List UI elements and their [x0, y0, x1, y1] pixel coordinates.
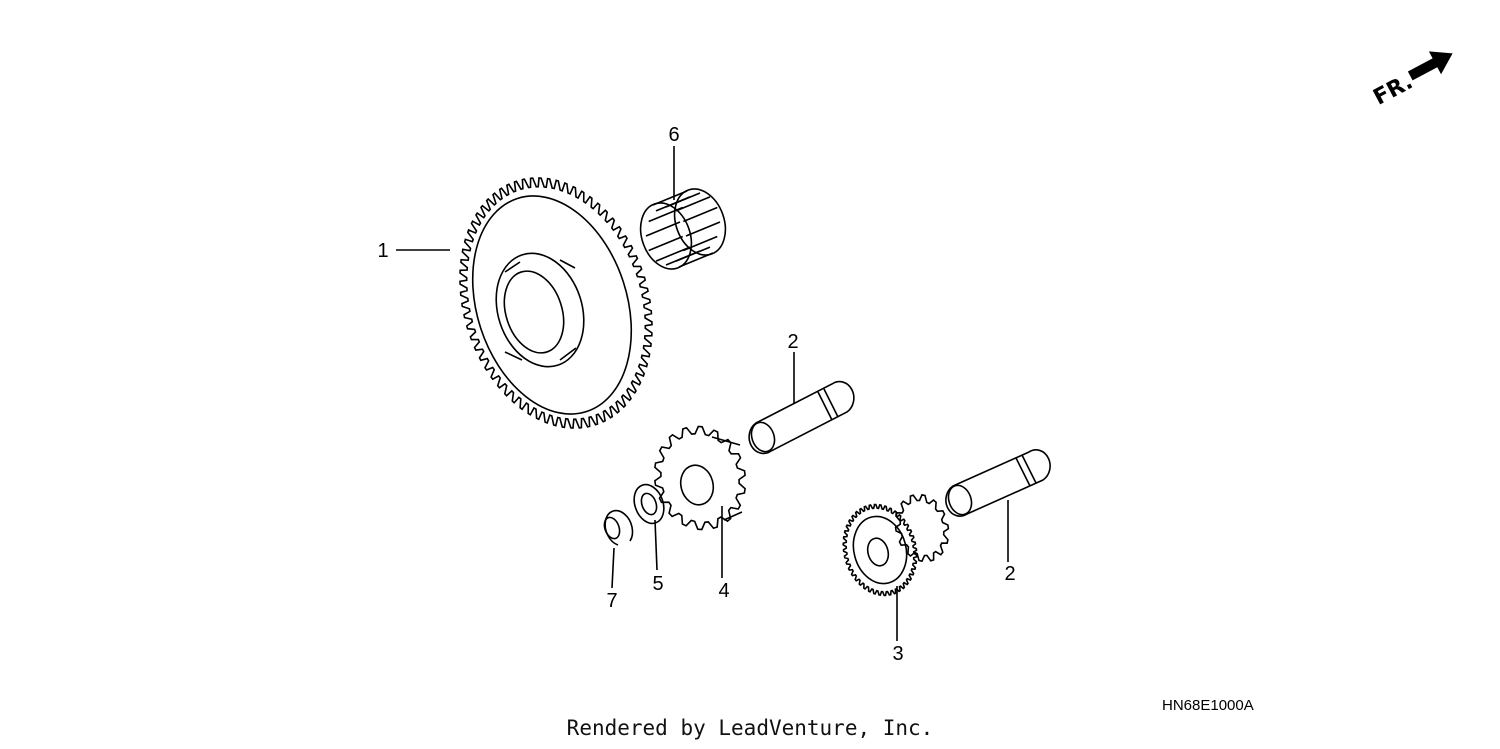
diagram-code: HN68E1000A: [1162, 697, 1254, 714]
circlip-icon[interactable]: [602, 509, 634, 546]
direction-label: FR.: [1369, 69, 1417, 110]
callout-part-4: 4: [718, 580, 729, 602]
callout-part-5: 5: [652, 573, 663, 595]
callout-part-3: 3: [892, 643, 903, 665]
callout-part-2: 2: [787, 331, 798, 353]
small-gear-icon[interactable]: [654, 425, 746, 531]
large-gear-icon[interactable]: [446, 175, 658, 434]
callout-part-1: 1: [377, 240, 388, 262]
callout-part-2-lower: 2: [1004, 563, 1015, 585]
callout-part-6: 6: [668, 124, 679, 146]
compound-gear-icon[interactable]: [842, 493, 950, 597]
front-direction-arrow-icon: FR.: [1369, 51, 1453, 111]
callout-part-7: 7: [606, 590, 617, 612]
footer-credit: Rendered by LeadVenture, Inc.: [566, 716, 934, 740]
shaft-icon[interactable]: [748, 380, 855, 455]
shaft-icon[interactable]: [945, 449, 1051, 518]
leader-lines: [396, 146, 1009, 641]
needle-bearing-icon[interactable]: [632, 182, 734, 276]
